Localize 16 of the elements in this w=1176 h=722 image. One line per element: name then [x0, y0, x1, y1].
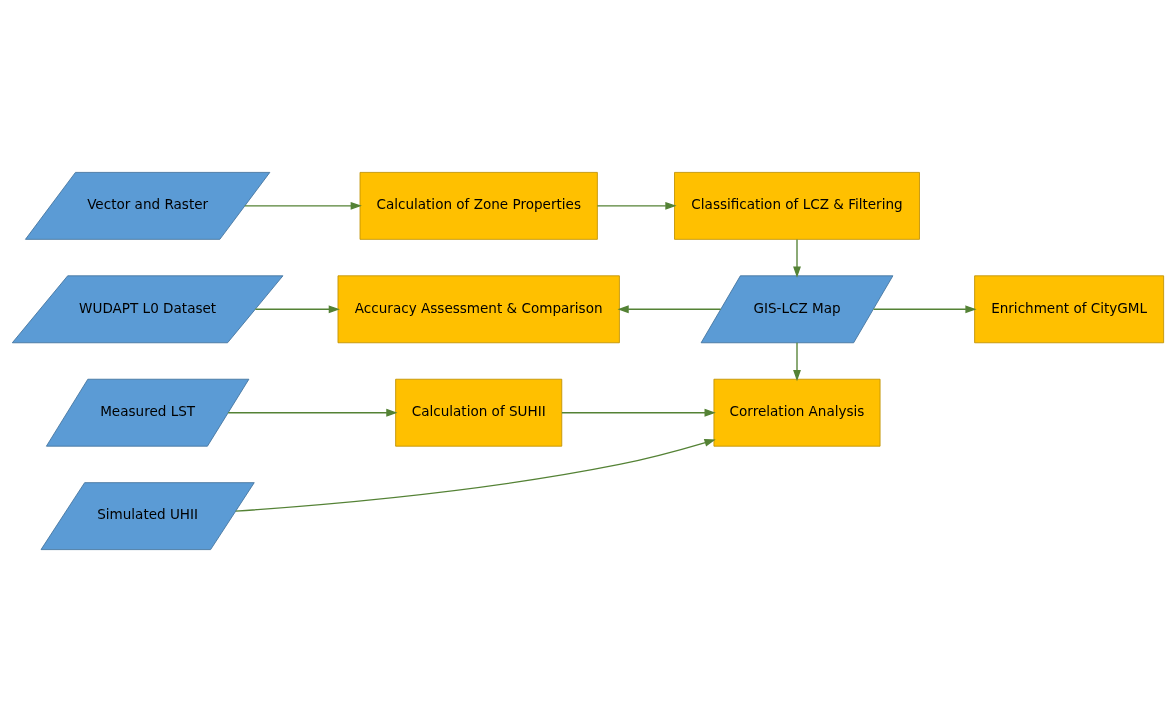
arrow: [793, 238, 801, 278]
arrow: [872, 305, 977, 314]
arrow: [561, 408, 716, 417]
node-box: Classification of LCZ & Filtering: [674, 171, 920, 240]
arrow: [244, 201, 362, 210]
arrow: [227, 408, 398, 417]
node-box: Accuracy Assessment & Comparison: [337, 275, 620, 344]
node-box: Calculation of SUHII: [395, 378, 563, 447]
node-box: Enrichment of CityGML: [974, 275, 1165, 344]
arrow: [793, 342, 801, 382]
node-box: Calculation of Zone Properties: [359, 171, 598, 240]
arrow: [617, 305, 722, 314]
node-box: Correlation Analysis: [713, 378, 881, 447]
arrow: [235, 438, 716, 512]
arrow: [254, 305, 340, 314]
arrow: [596, 201, 677, 210]
